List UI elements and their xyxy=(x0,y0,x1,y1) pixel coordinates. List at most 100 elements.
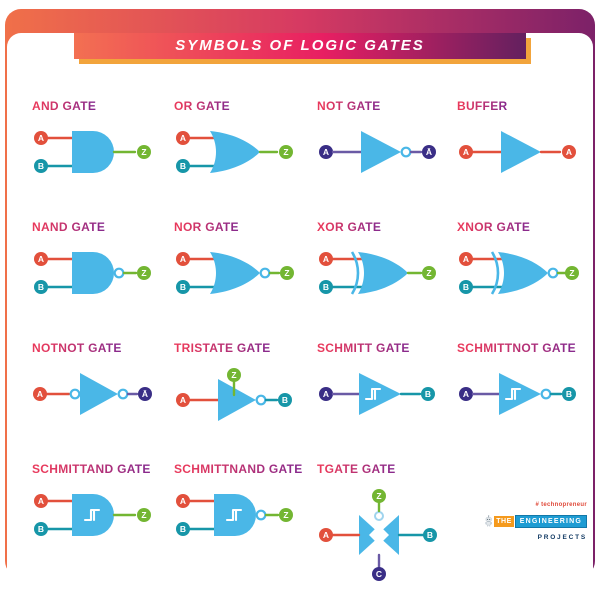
hysteresis-glyph xyxy=(83,508,101,522)
logo-main: THE ENGINEERING xyxy=(485,509,587,533)
svg-text:A: A xyxy=(37,389,43,399)
svg-text:A: A xyxy=(323,530,329,540)
pin-badge: A xyxy=(319,528,333,542)
svg-text:B: B xyxy=(180,524,186,534)
svg-text:B: B xyxy=(38,161,44,171)
pin-badge: Z xyxy=(137,145,151,159)
pin-badge: A xyxy=(459,145,473,159)
or-gate-symbol: A B Z xyxy=(174,124,317,180)
pin-badge: A xyxy=(319,387,333,401)
svg-text:A: A xyxy=(180,395,186,405)
pin-badge: Z xyxy=(280,266,294,280)
pin-badge: Z xyxy=(279,508,293,522)
svg-text:Z: Z xyxy=(284,268,289,278)
pin-badge: B xyxy=(176,159,190,173)
gate-title: OR GATE xyxy=(174,99,230,113)
svg-text:A: A xyxy=(463,389,469,399)
pin-badge: B xyxy=(176,522,190,536)
pin-badge: A xyxy=(562,145,576,159)
gate-title: BUFFER xyxy=(457,99,508,113)
gate-body xyxy=(498,252,548,294)
svg-text:B: B xyxy=(38,282,44,292)
svg-text:A: A xyxy=(180,133,186,143)
pin-badge: B xyxy=(176,280,190,294)
gate-body xyxy=(210,131,260,173)
svg-text:Z: Z xyxy=(141,510,146,520)
pin-badge: A xyxy=(319,145,333,159)
svg-text:Z: Z xyxy=(426,268,431,278)
gate-body xyxy=(361,131,401,173)
svg-text:Z: Z xyxy=(283,147,288,157)
gate-cell-or: OR GATE A B Z xyxy=(174,97,317,218)
gate-title: SCHMITTNAND GATE xyxy=(174,462,303,476)
gate-title: SCHMITTNOT GATE xyxy=(457,341,576,355)
gate-body xyxy=(358,252,408,294)
pin-badge: Z xyxy=(137,266,151,280)
svg-text:A: A xyxy=(323,254,329,264)
pin-badge: A xyxy=(319,252,333,266)
svg-text:B: B xyxy=(180,282,186,292)
svg-text:A: A xyxy=(566,147,572,157)
schmittnand-gate-symbol: A B Z xyxy=(174,487,317,543)
inversion-bubble xyxy=(540,388,552,400)
gate-title: XNOR GATE xyxy=(457,220,531,234)
svg-text:B: B xyxy=(566,389,572,399)
pin-badge: Z xyxy=(372,489,386,503)
logo-word-the: THE xyxy=(494,515,514,527)
svg-text:Z: Z xyxy=(231,370,236,380)
svg-text:Z: Z xyxy=(569,268,574,278)
pin-badge: B xyxy=(319,280,333,294)
inversion-bubble xyxy=(117,388,129,400)
inversion-bubble xyxy=(259,267,271,279)
gate-title: TRISTATE GATE xyxy=(174,341,271,355)
inversion-bubble xyxy=(255,394,267,406)
xor-gate-symbol: A B Z xyxy=(317,245,457,301)
pin-badge: B xyxy=(562,387,576,401)
pin-badge: A xyxy=(34,252,48,266)
gate-body xyxy=(80,373,118,415)
pin-badge: C xyxy=(372,567,386,581)
pin-badge: A xyxy=(176,131,190,145)
svg-text:A: A xyxy=(463,147,469,157)
inversion-bubble xyxy=(113,267,125,279)
gate-body xyxy=(359,373,401,415)
svg-text:B: B xyxy=(427,530,433,540)
pin-badge: B xyxy=(423,528,437,542)
gate-body xyxy=(501,131,541,173)
svg-text:A: A xyxy=(180,496,186,506)
svg-text:B: B xyxy=(180,161,186,171)
nand-gate-symbol: A B Z xyxy=(32,245,174,301)
pin-badge: B xyxy=(34,522,48,536)
inversion-bubble xyxy=(69,388,81,400)
svg-text:A: A xyxy=(323,389,329,399)
gate-title: NOR GATE xyxy=(174,220,239,234)
hysteresis-glyph xyxy=(504,387,522,401)
svg-text:B: B xyxy=(38,524,44,534)
pin-badge: Z xyxy=(227,368,241,382)
pin-badge: Ā xyxy=(138,387,152,401)
pin-badge: Ā xyxy=(422,145,436,159)
gate-title: NOTNOT GATE xyxy=(32,341,122,355)
svg-text:Z: Z xyxy=(141,268,146,278)
xor-input-arc xyxy=(350,251,360,295)
